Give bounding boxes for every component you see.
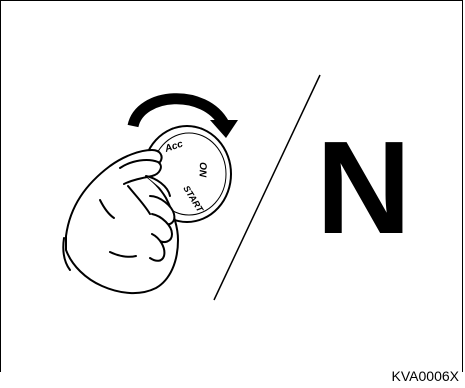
figure-code: KVA0006X	[392, 368, 459, 384]
gear-indicator-letter: N	[316, 122, 409, 254]
position-label-on: ON	[196, 162, 208, 178]
